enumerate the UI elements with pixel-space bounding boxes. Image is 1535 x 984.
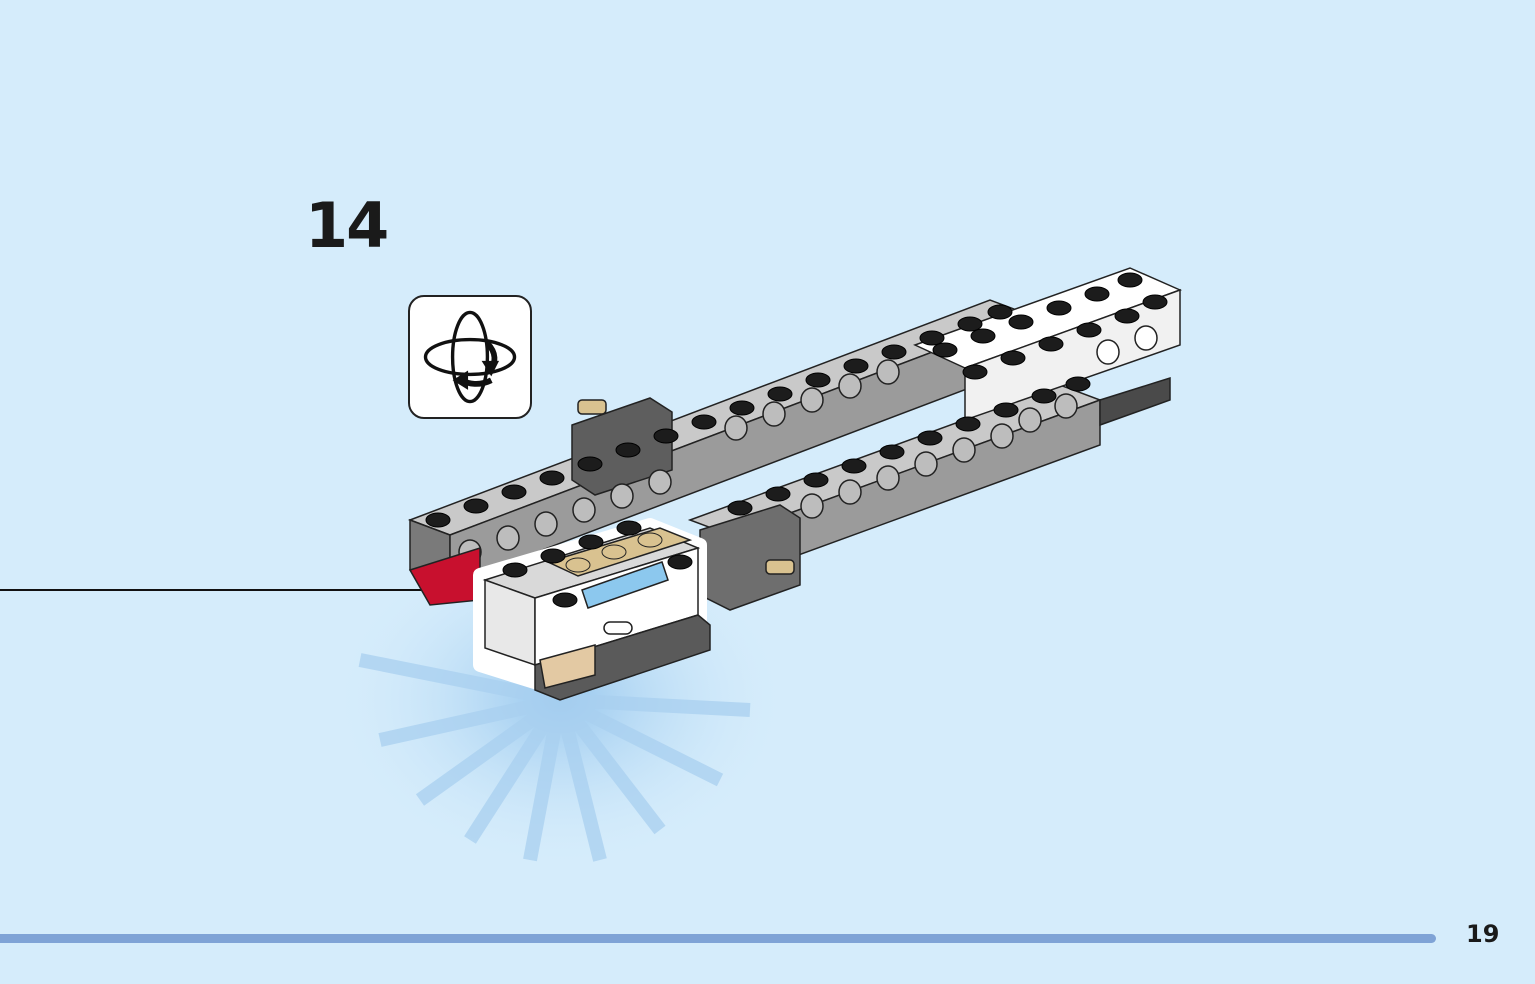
studs-front bbox=[727, 376, 1091, 516]
new-subassembly bbox=[408, 518, 711, 701]
rotate-callout bbox=[408, 295, 532, 419]
page-number: 19 bbox=[1466, 920, 1500, 948]
bottom-bar bbox=[0, 934, 1436, 943]
rotate-model-icon bbox=[423, 310, 517, 404]
studs-white bbox=[932, 272, 1168, 380]
beam-holes bbox=[458, 325, 1158, 565]
step-number: 14 bbox=[305, 189, 389, 262]
studs-back bbox=[425, 304, 1013, 528]
